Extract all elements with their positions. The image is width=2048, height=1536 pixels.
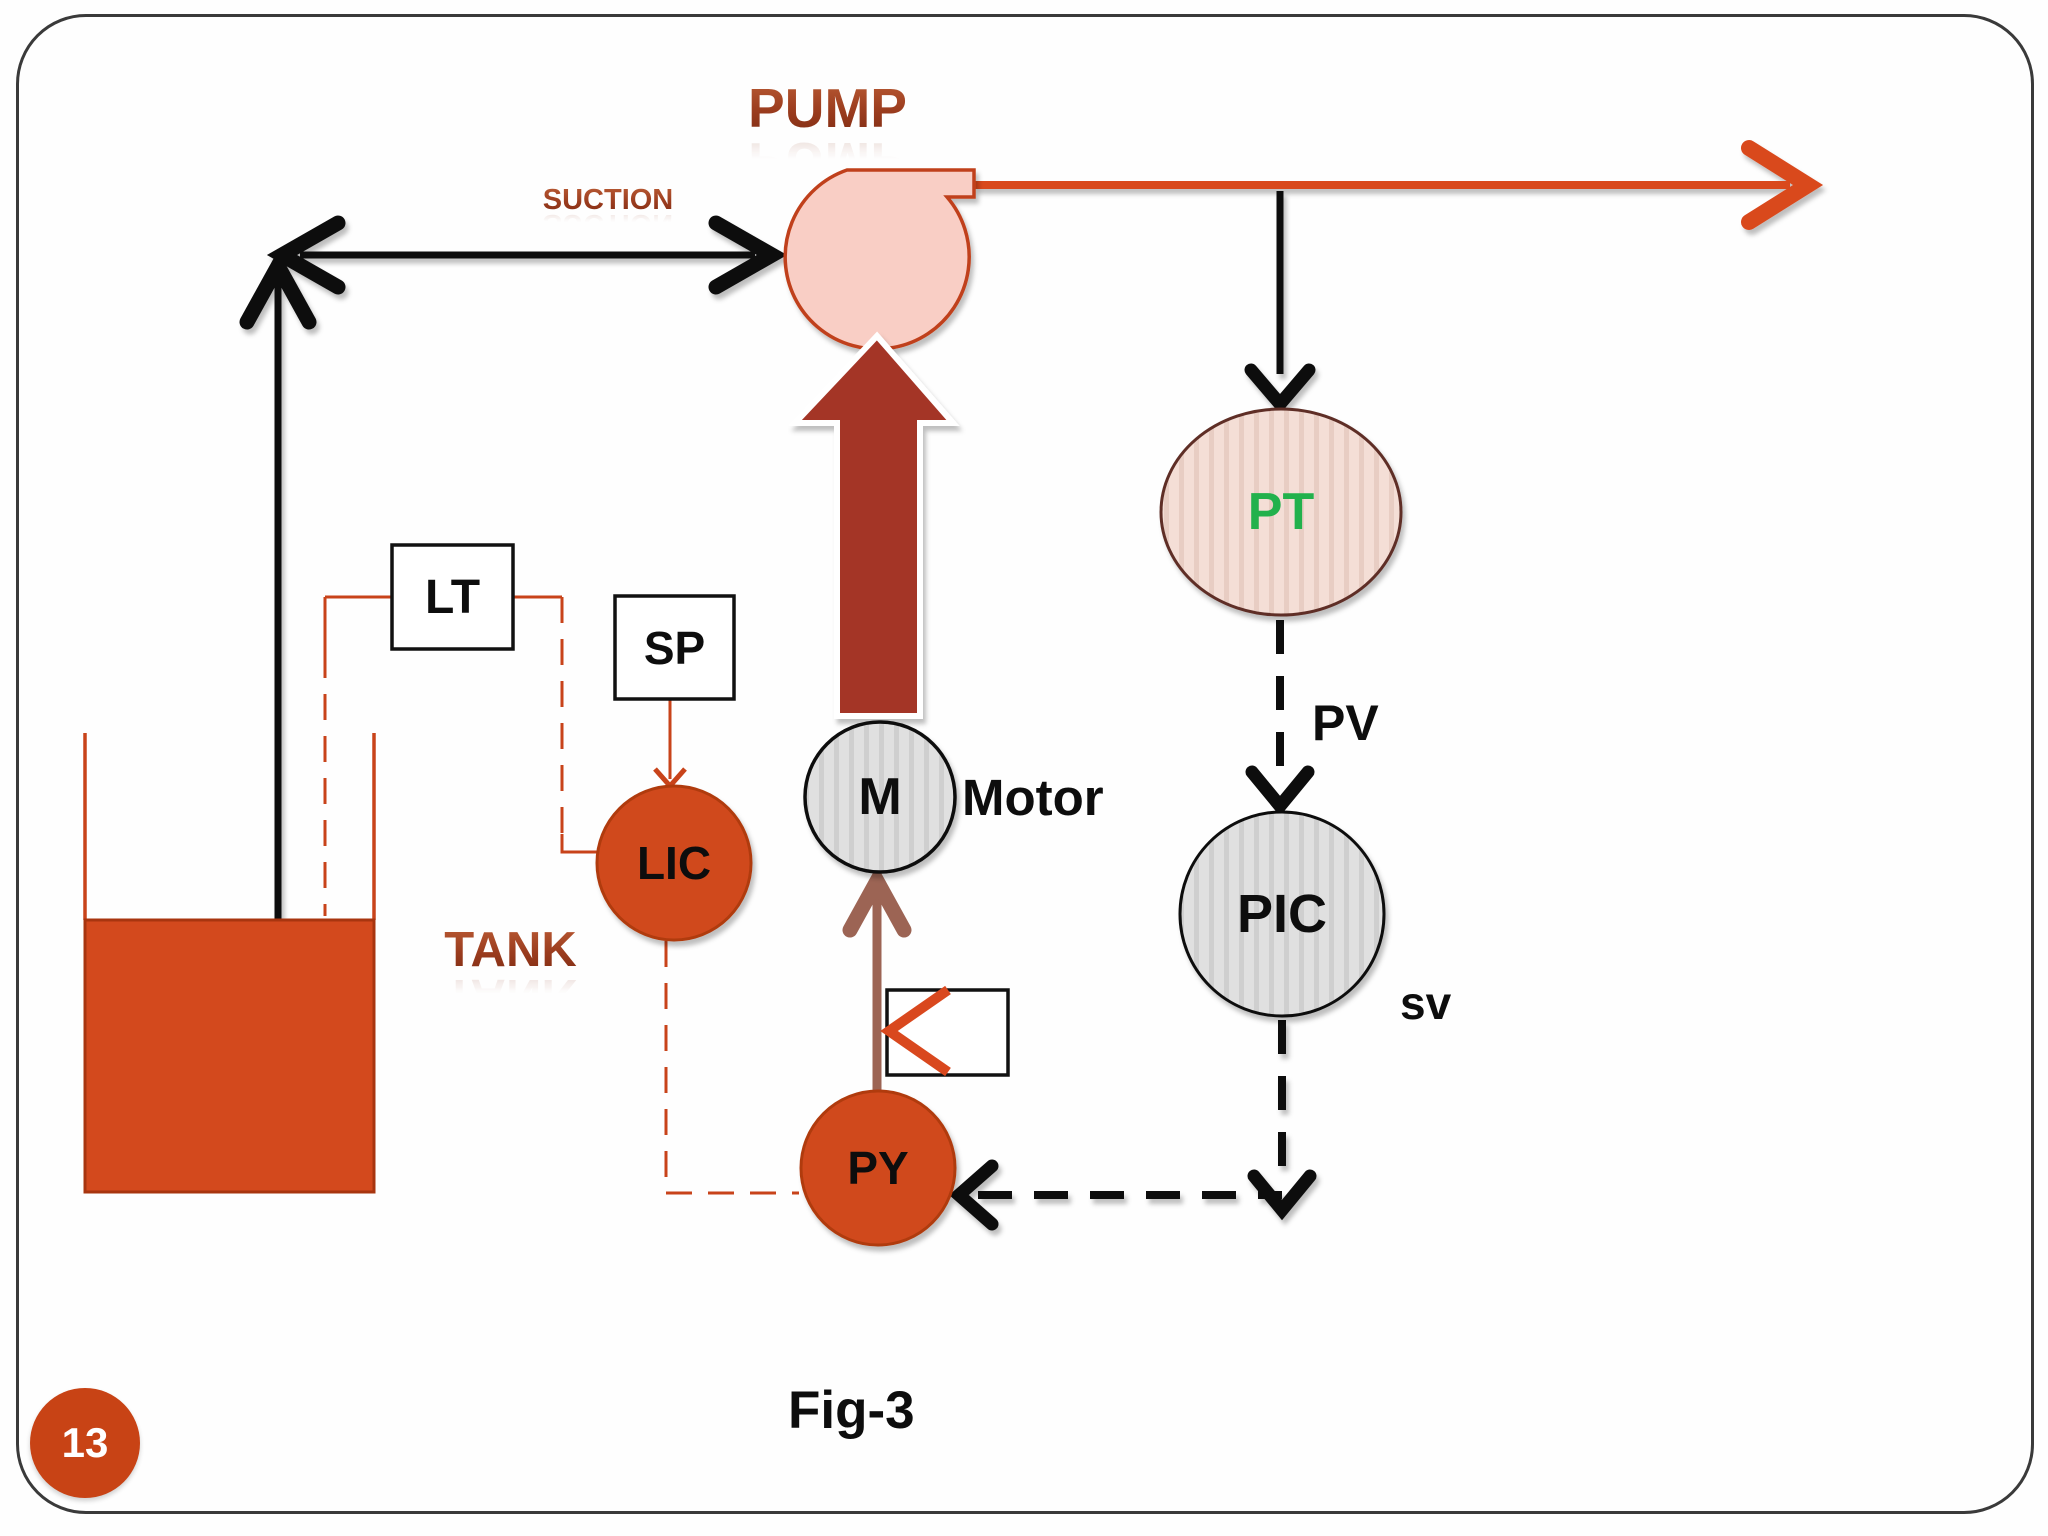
pt-bubble	[1159, 407, 1403, 617]
pic-output-line	[949, 1020, 1317, 1231]
arrowhead-down-icon	[1245, 765, 1315, 817]
sv-label: sv	[1400, 977, 1452, 1029]
suction-line	[239, 215, 788, 919]
py-to-motor-signal	[842, 865, 912, 1090]
lic-bubble	[595, 784, 753, 942]
level-signal-lines	[323, 595, 799, 1195]
arrowhead-left-icon	[266, 215, 346, 295]
arrowhead-down-icon	[1244, 363, 1316, 415]
page-number-badge: 13	[30, 1388, 140, 1498]
lt-tag: LT	[424, 570, 481, 624]
page-number: 13	[61, 1419, 109, 1466]
lic-tag: LIC	[636, 837, 712, 889]
drive-arrow	[788, 331, 960, 719]
motor-label: Motor	[962, 769, 1104, 826]
tank-symbol	[83, 733, 376, 1194]
pic-tag: PIC	[1236, 884, 1328, 944]
arrowhead-up-icon	[239, 250, 317, 330]
arrowhead-left-icon	[949, 1159, 999, 1231]
lt-box	[390, 543, 515, 651]
pt-tag: PT	[1247, 483, 1315, 541]
low-select-symbol	[880, 985, 951, 1077]
pv-signal-line	[1245, 620, 1315, 817]
motor-tag: M	[858, 768, 902, 826]
figure-caption: Fig-3	[788, 1381, 915, 1440]
motor-bubble	[803, 720, 957, 874]
pic-bubble	[1178, 810, 1386, 1018]
py-bubble	[799, 1089, 957, 1247]
tank-liquid	[83, 918, 376, 1194]
arrowhead-right-icon	[1741, 140, 1824, 230]
pump-label: PUMP	[745, 76, 910, 140]
pt-branch-line	[1244, 191, 1316, 415]
arrowhead-right-icon	[708, 215, 788, 295]
tank-label: TANK	[428, 922, 593, 978]
arrowhead-down-icon	[1247, 1169, 1317, 1221]
suction-label: SUCTION	[538, 184, 678, 217]
sp-tag: SP	[643, 621, 706, 674]
discharge-line	[974, 140, 1824, 230]
pump-symbol	[783, 168, 976, 351]
py-tag: PY	[847, 1142, 909, 1194]
arrowhead-up-icon	[842, 865, 912, 938]
pv-label: PV	[1312, 695, 1379, 751]
low-select-box	[880, 985, 1010, 1077]
sp-box	[613, 594, 736, 701]
